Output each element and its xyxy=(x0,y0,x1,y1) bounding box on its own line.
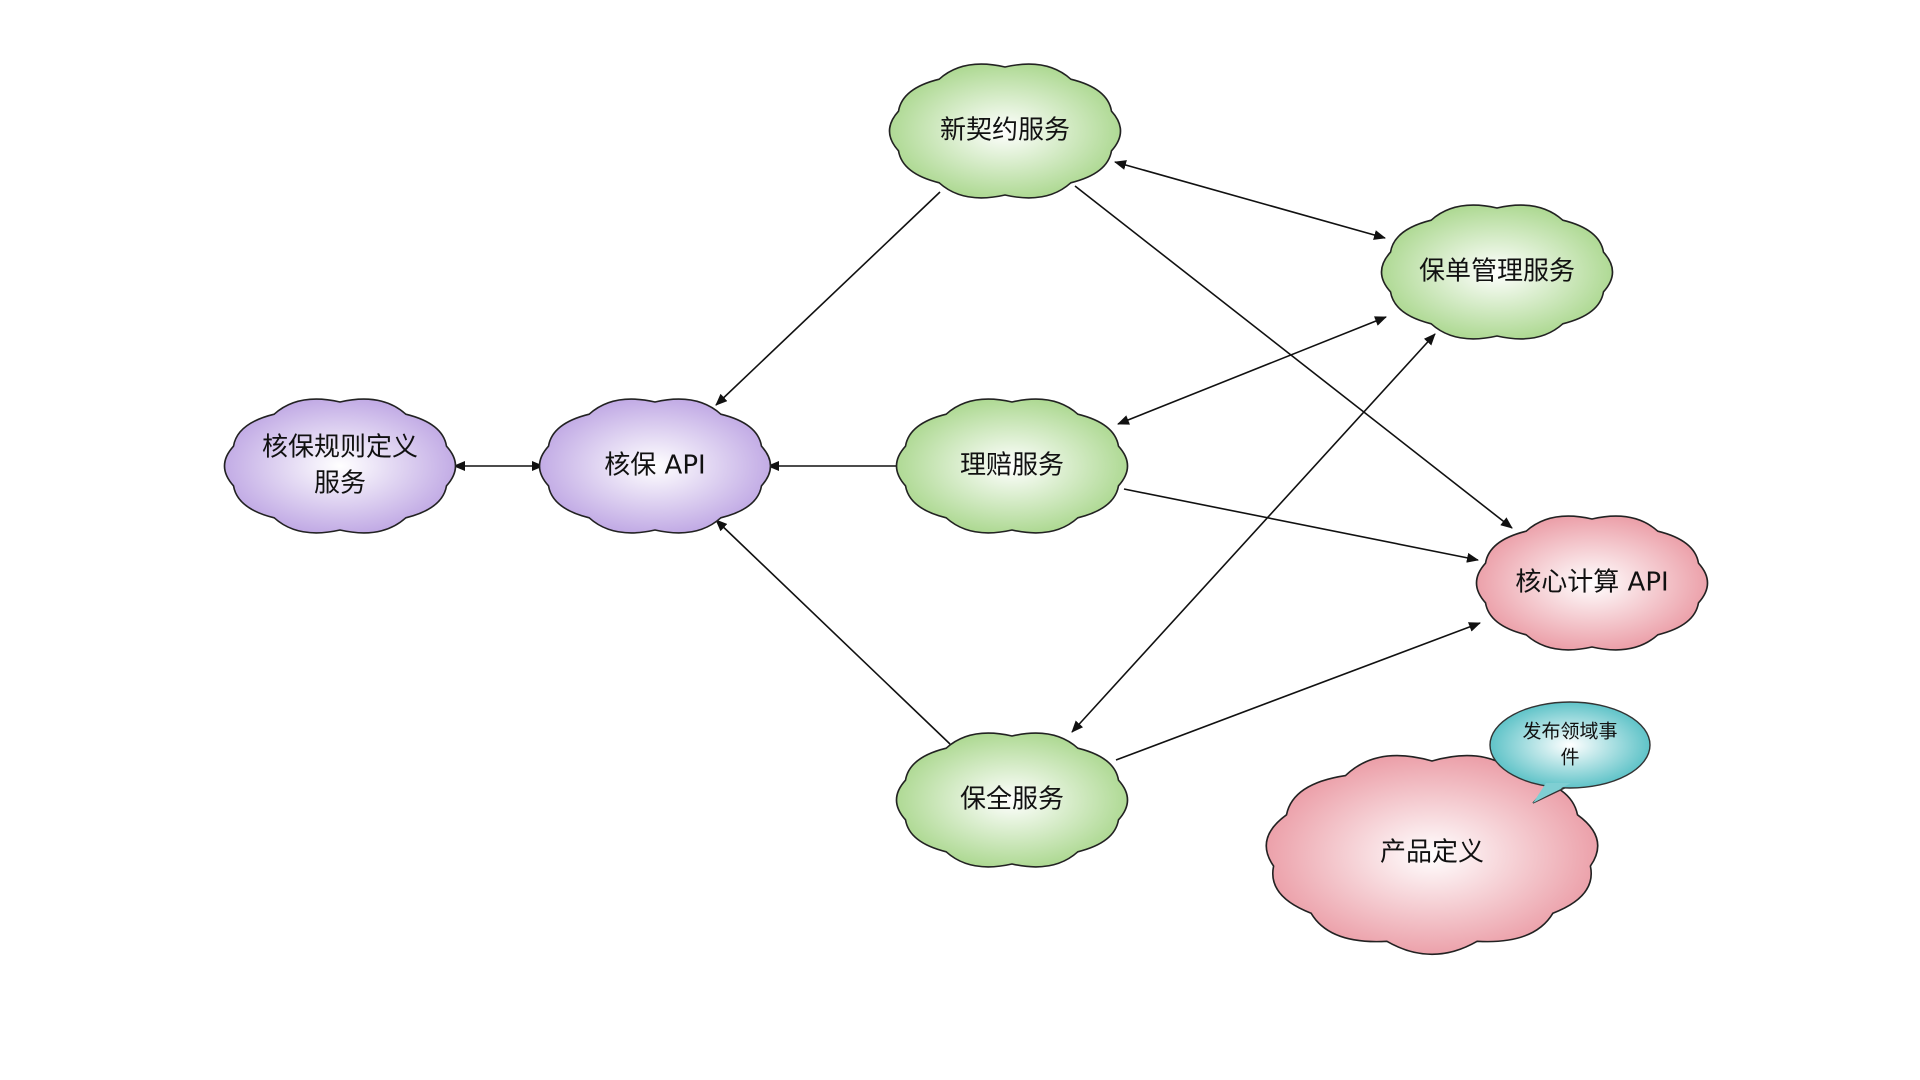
cloud-shape-rules xyxy=(223,398,457,534)
node-label-rules: 核保规则定义 xyxy=(262,433,418,463)
node-label-newbiz: 新契约服务 xyxy=(940,116,1070,146)
node-uwapi[interactable]: 核保 API xyxy=(538,398,772,534)
speech-bubble-join xyxy=(1533,783,1571,803)
edge-newbiz-policy xyxy=(1114,160,1386,240)
node-newbiz[interactable]: 新契约服务 xyxy=(888,63,1122,199)
node-label-uwapi: 核保 API xyxy=(604,451,705,481)
cloud-shape-claims xyxy=(895,398,1129,534)
edge-claims-policy xyxy=(1117,316,1387,425)
cloud-shape-product xyxy=(1265,754,1599,956)
node-label-claims: 理赔服务 xyxy=(960,451,1064,481)
cloud-shape-service xyxy=(895,732,1129,868)
node-product[interactable]: 产品定义 xyxy=(1265,754,1599,956)
cloud-shape-calc xyxy=(1475,515,1709,651)
edge-claims-calc xyxy=(1123,488,1479,563)
node-claims[interactable]: 理赔服务 xyxy=(895,398,1129,534)
node-policy[interactable]: 保单管理服务 xyxy=(1380,204,1614,340)
node-label-product: 产品定义 xyxy=(1380,838,1484,868)
edges-layer xyxy=(453,160,1513,761)
speech-bubble-label: 件 xyxy=(1560,747,1579,769)
node-service[interactable]: 保全服务 xyxy=(895,732,1129,868)
node-label-service: 保全服务 xyxy=(960,785,1064,815)
cloud-shape-newbiz xyxy=(888,63,1122,199)
cloud-shape-policy xyxy=(1380,204,1614,340)
edge-service-calc xyxy=(1115,622,1481,761)
node-calc[interactable]: 核心计算 API xyxy=(1475,515,1709,651)
speech-bubble-body xyxy=(1489,701,1651,789)
edge-newbiz-uwapi xyxy=(715,191,941,406)
node-label-policy: 保单管理服务 xyxy=(1419,257,1575,287)
edge-service-policy xyxy=(1071,333,1436,733)
edge-service-uwapi xyxy=(715,519,951,745)
speech-bubble-label: 发布领域事 xyxy=(1522,721,1617,743)
node-label-rules: 服务 xyxy=(314,469,366,499)
node-label-calc: 核心计算 API xyxy=(1515,568,1668,598)
cloud-shape-uwapi xyxy=(538,398,772,534)
